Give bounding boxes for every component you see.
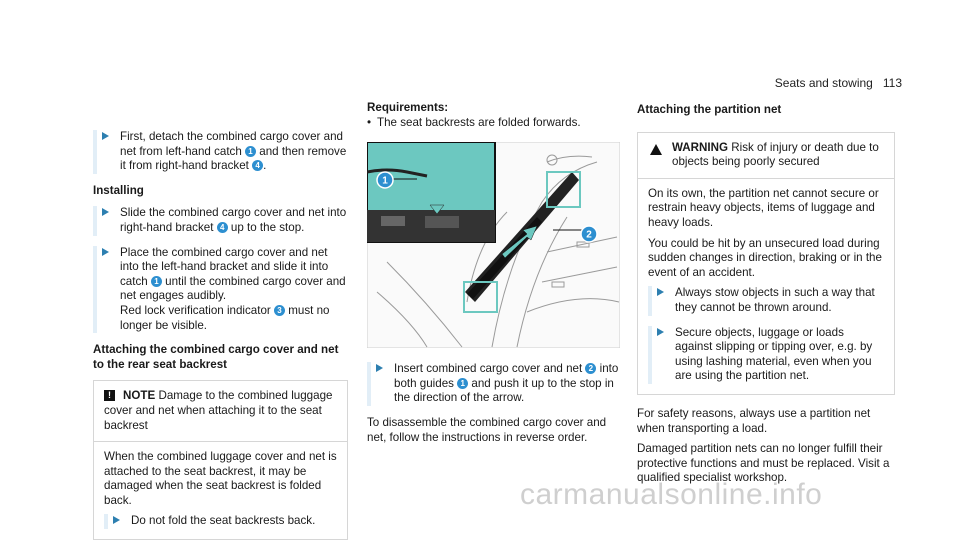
note-label: NOTE	[123, 389, 156, 403]
callout-2-marker	[580, 225, 598, 243]
warning-box: WARNING Risk of injury or death due to o…	[637, 131, 895, 395]
note-title: Damage to the combined luggage cover and…	[104, 389, 333, 432]
step-detach: First, detach the combined cargo cover a…	[93, 130, 348, 174]
step-arrow-icon	[102, 208, 109, 217]
callout-number: 4	[216, 221, 228, 233]
callout-1-marker	[376, 171, 394, 189]
warning-triangle-icon	[650, 143, 662, 155]
section-heading-partition-net: Attaching the partition net	[637, 103, 782, 116]
step-text: First, detach the combined cargo cover a…	[120, 130, 343, 158]
step-arrow-icon	[376, 364, 383, 373]
watermark: carmanualsonline.info	[520, 478, 823, 511]
step-text: Insert combined cargo cover and net	[394, 362, 586, 376]
step-text: until the combined cargo cover and net e…	[120, 274, 346, 303]
safety-text: For safety reasons, always use a partiti…	[637, 406, 871, 435]
exclamation-icon: !	[104, 390, 115, 402]
warning-header: WARNING Risk of injury or death due to o…	[638, 133, 894, 179]
step-bar	[648, 286, 652, 316]
step-text: Place the combined cargo cover and net i…	[120, 245, 329, 288]
step-place: Place the combined cargo cover and net i…	[93, 245, 348, 334]
requirements-heading: Requirements:	[367, 101, 449, 114]
note-header: ! NOTE Damage to the combined luggage cov…	[94, 381, 347, 443]
note-body: When the combined luggage cover and net …	[94, 442, 347, 539]
step-slide: Slide the combined cargo cover and net i…	[93, 206, 348, 236]
page-header: Seats and stowing 113	[775, 76, 902, 91]
callout-number: 1	[245, 145, 257, 157]
note-step: Do not fold the seat backrests back.	[104, 514, 337, 530]
step-text: Red lock verification indicator	[120, 303, 275, 317]
cargo-cover-illustration: 1 2	[367, 142, 620, 349]
step-text: Do not fold the seat backrests back.	[131, 514, 316, 528]
warning-text: You could be hit by an unsecured load du…	[648, 236, 882, 279]
column-right: Attaching the partition net WARNING Risk…	[637, 101, 895, 492]
section-heading-attach-cover: Attaching the combined cargo cover and n…	[93, 343, 339, 371]
step-arrow-icon	[113, 516, 120, 525]
warning-text: On its own, the partition net cannot sec…	[648, 186, 879, 229]
callout-number: 2	[585, 363, 597, 375]
step-bar	[93, 245, 97, 334]
callout-number: 1	[457, 377, 469, 389]
damage-text: Damaged partition nets can no longer ful…	[637, 442, 890, 485]
step-arrow-icon	[102, 132, 109, 140]
step-arrow-icon	[657, 288, 664, 297]
callout-number: 4	[252, 160, 264, 172]
column-middle: Requirements: The seat backrests are fol…	[367, 101, 620, 451]
step-arrow-icon	[657, 327, 664, 336]
callout-1-label: 1	[382, 176, 388, 187]
column-left: First, detach the combined cargo cover a…	[93, 130, 348, 540]
step-bar	[104, 514, 108, 530]
step-text: must no longer be visible.	[120, 303, 330, 332]
step-bar	[367, 362, 371, 406]
section-heading-installing: Installing	[93, 183, 144, 197]
callout-number: 1	[150, 275, 162, 287]
callout-number: 3	[274, 304, 286, 316]
step-text: into both guides	[394, 362, 619, 390]
warning-step: Secure objects, luggage or loads against…	[648, 325, 884, 384]
step-text: and push it up to the stop in the direct…	[394, 376, 614, 405]
step-bar	[648, 325, 652, 384]
step-text: and then remove it from right-hand brack…	[120, 144, 347, 173]
step-arrow-icon	[102, 247, 109, 256]
warning-step: Always stow objects in such a way that t…	[648, 286, 884, 316]
warning-title: Risk of injury or death due to objects b…	[672, 140, 879, 169]
step-text: up to the stop.	[227, 220, 305, 234]
disassemble-text: To disassemble the combined cargo cover …	[367, 415, 607, 444]
step-text: Secure objects, luggage or loads against…	[675, 325, 873, 383]
step-bar	[93, 206, 97, 236]
requirement-item: The seat backrests are folded forwards.	[367, 116, 620, 131]
warning-label: WARNING	[672, 140, 729, 154]
step-insert: Insert combined cargo cover and net 2 in…	[367, 362, 620, 406]
note-text: When the combined luggage cover and net …	[104, 450, 337, 507]
page-number: 113	[882, 76, 902, 90]
step-text: .	[263, 159, 267, 173]
section-title: Seats and stowing	[774, 76, 873, 90]
callout-2-label: 2	[586, 230, 592, 241]
step-text: Always stow objects in such a way that t…	[675, 286, 875, 314]
note-box: ! NOTE Damage to the combined luggage cov…	[93, 380, 348, 540]
step-bar	[93, 130, 97, 174]
warning-body: On its own, the partition net cannot sec…	[638, 179, 894, 394]
step-text: Slide the combined cargo cover and net i…	[120, 206, 347, 234]
